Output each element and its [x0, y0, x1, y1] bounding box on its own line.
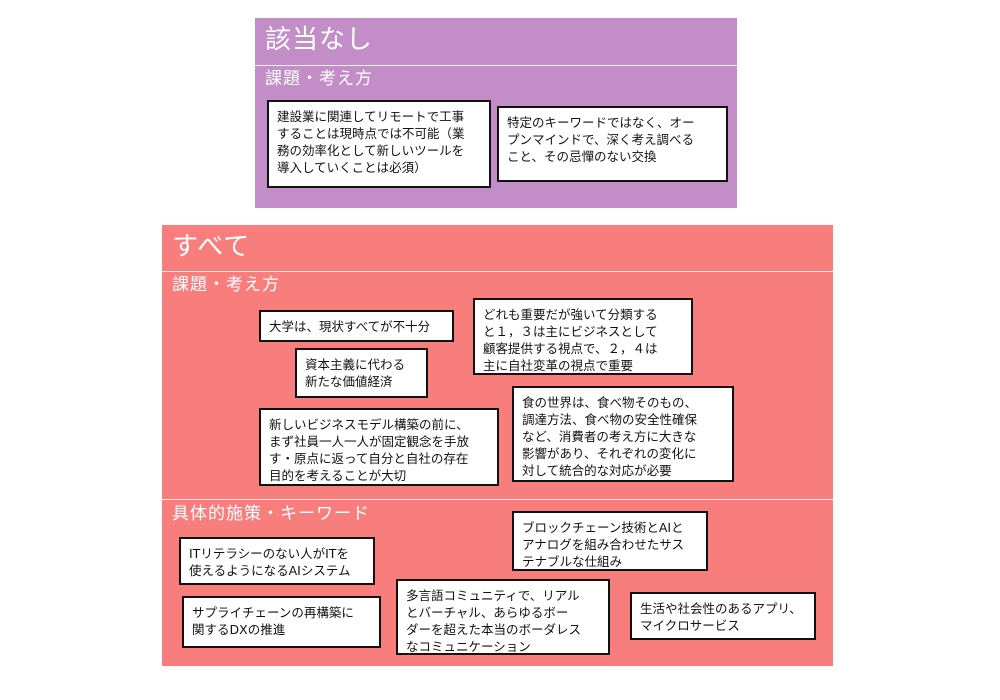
note-new-value-economy[interactable]: 資本主義に代わる 新たな価値経済 [295, 348, 428, 398]
panel-none-title: 該当なし [265, 25, 374, 55]
note-business-model[interactable]: 新しいビジネスモデル構築の前に、 まず社員一人一人が固定観念を手放 す・原点に返… [259, 408, 499, 486]
note-ai-system[interactable]: ITリテラシーのない人がITを 使えるようになるAIシステム [179, 537, 375, 585]
note-multilingual-community[interactable]: 多言語コミュニティで、リアル とバーチャル、あらゆるボー ダーを超えた本当のボー… [396, 579, 610, 655]
panel-all-divider-middle [162, 499, 833, 500]
note-classification[interactable]: どれも重要だが強いて分類する と１，３は主にビジネスとして 顧客提供する視点で、… [473, 298, 693, 375]
note-blockchain-ai[interactable]: ブロックチェーン技術とAIと アナログを組み合わせたサス テナブルな仕組み [512, 511, 708, 571]
note-university[interactable]: 大学は、現状すべてが不十分 [259, 310, 454, 342]
panel-all-section-measures-label: 具体的施策・キーワード [172, 504, 370, 524]
panel-all-section-issues-label: 課題・考え方 [172, 275, 280, 295]
note-food-world[interactable]: 食の世界は、食べ物そのもの、 調達方法、食べ物の安全性確保 など、消費者の考え方… [512, 386, 734, 482]
note-supply-chain-dx[interactable]: サプライチェーンの再構築に 関するDXの推進 [182, 596, 381, 648]
panel-all-divider-top [162, 271, 833, 272]
note-apps-microservices[interactable]: 生活や社会性のあるアプリ、 マイクロサービス [630, 592, 816, 640]
note-open-mind[interactable]: 特定のキーワードではなく、オー プンマインドで、深く考え調べる こと、その忌憚の… [497, 106, 728, 182]
panel-none-section-label: 課題・考え方 [265, 69, 373, 89]
note-remote-construction[interactable]: 建設業に関連してリモートで工事 することは現時点では不可能（業 務の効率化として… [267, 100, 491, 188]
panel-none: 該当なし 課題・考え方 建設業に関連してリモートで工事 することは現時点では不可… [255, 18, 737, 208]
panel-all: すべて 課題・考え方 大学は、現状すべてが不十分 資本主義に代わる 新たな価値経… [162, 225, 833, 666]
panel-all-title: すべて [172, 232, 251, 262]
panel-none-divider [255, 65, 737, 66]
